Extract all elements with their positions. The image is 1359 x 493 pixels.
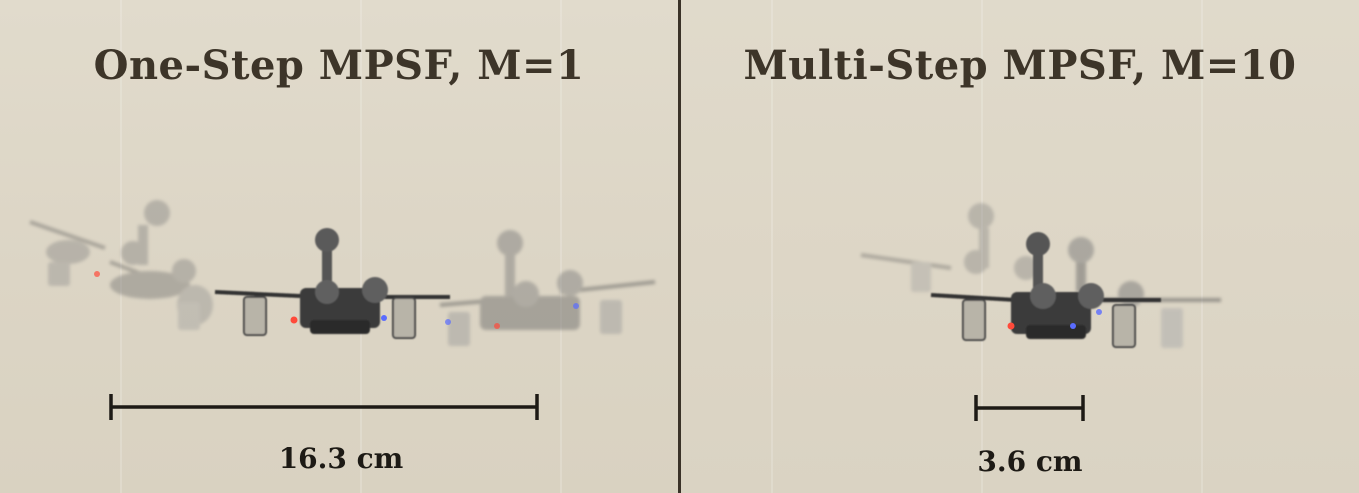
- led-blue: [445, 319, 451, 325]
- scale-bar-one-step: [109, 394, 539, 420]
- backdrop-fold: [120, 0, 122, 493]
- panel-multi-step: Multi-Step MPSF, M=10: [681, 0, 1359, 493]
- led-blue: [1096, 309, 1102, 315]
- drone-ghost-cluster: [860, 203, 1038, 292]
- drone-trajectory-photo: [860, 203, 1221, 421]
- led-red: [1007, 322, 1015, 330]
- scale-bar-multi-step: [974, 395, 1085, 421]
- panel-divider: [678, 0, 681, 493]
- led-blue: [573, 303, 579, 309]
- panel-one-step: One-Step MPSF, M=1: [0, 0, 678, 493]
- drone-main-center: [214, 228, 450, 339]
- led-red: [290, 316, 298, 324]
- drone-ghost-right: [439, 230, 656, 346]
- drone-main-cluster: [930, 232, 1161, 348]
- backdrop-fold: [771, 0, 773, 493]
- led-red: [94, 271, 100, 277]
- panel-title-one-step: One-Step MPSF, M=1: [93, 42, 585, 89]
- backdrop-fold: [360, 0, 362, 493]
- led-blue: [1070, 323, 1076, 329]
- backdrop-fold: [560, 0, 562, 493]
- led-red: [494, 323, 500, 329]
- drone-ghost-cluster-b: [1068, 237, 1221, 348]
- drone-trajectory-photo: [29, 200, 656, 420]
- scale-label-one-step: 16.3 cm: [278, 442, 404, 475]
- panel-title-multi-step: Multi-Step MPSF, M=10: [743, 42, 1297, 89]
- led-blue: [381, 315, 387, 321]
- scale-label-multi-step: 3.6 cm: [977, 445, 1083, 478]
- backdrop-fold: [1201, 0, 1203, 493]
- drone-ghost-left: [29, 200, 213, 330]
